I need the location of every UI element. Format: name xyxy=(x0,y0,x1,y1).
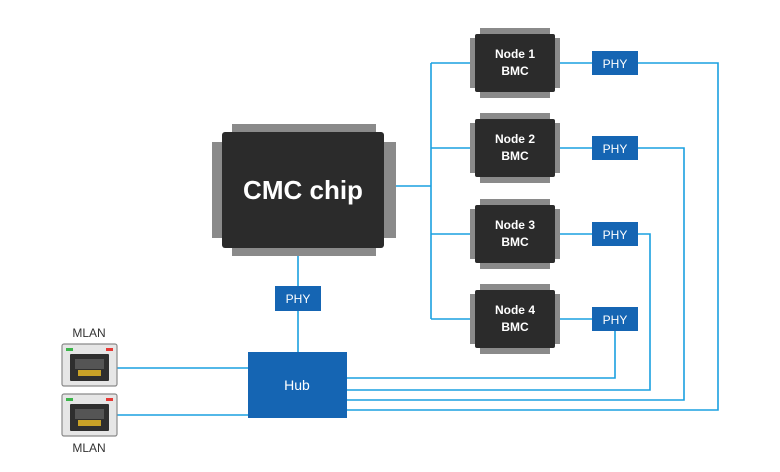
mlan-port-2: MLAN xyxy=(61,393,118,455)
phy-label: PHY xyxy=(603,313,628,327)
wire-phy2-hub xyxy=(347,147,685,401)
node-2-label-line1: Node 2 xyxy=(495,132,535,146)
mlan-label-top: MLAN xyxy=(72,326,105,340)
cmc-chip: CMC chip xyxy=(212,124,396,256)
phy-box-node-2: PHY xyxy=(592,136,638,160)
node-3-label-line1: Node 3 xyxy=(495,218,535,232)
node-4-label-line1: Node 4 xyxy=(495,303,535,317)
node-4-chip: Node 4 BMC xyxy=(470,284,560,354)
wire-phy4-hub xyxy=(347,331,616,379)
phy-label: PHY xyxy=(603,57,628,71)
wires xyxy=(117,62,719,416)
hub-box: Hub xyxy=(248,352,347,418)
node-1-label-line1: Node 1 xyxy=(495,47,535,61)
phy-box-cmc: PHY xyxy=(275,286,321,311)
node-2-label-line2: BMC xyxy=(501,149,529,163)
phy-box-node-1: PHY xyxy=(592,51,638,75)
cmc-chip-body xyxy=(222,132,384,248)
node-1-label-line2: BMC xyxy=(501,64,529,78)
cmc-chip-label: CMC chip xyxy=(243,175,363,205)
wire-phy3-hub xyxy=(347,233,651,391)
phy-label: PHY xyxy=(603,142,628,156)
node-3-chip: Node 3 BMC xyxy=(470,199,560,269)
node-1-chip: Node 1 BMC xyxy=(470,28,560,98)
hub-label: Hub xyxy=(284,377,310,393)
mlan-label-bottom: MLAN xyxy=(72,441,105,455)
node-2-chip: Node 2 BMC xyxy=(470,113,560,183)
node-3-label-line2: BMC xyxy=(501,235,529,249)
phy-box-node-3: PHY xyxy=(592,222,638,246)
phy-box-node-4: PHY xyxy=(592,307,638,331)
phy-label: PHY xyxy=(603,228,628,242)
wire-phy1-hub xyxy=(347,62,719,411)
node-4-label-line2: BMC xyxy=(501,320,529,334)
mlan-port-1: MLAN xyxy=(61,326,118,387)
phy-label: PHY xyxy=(286,292,311,306)
